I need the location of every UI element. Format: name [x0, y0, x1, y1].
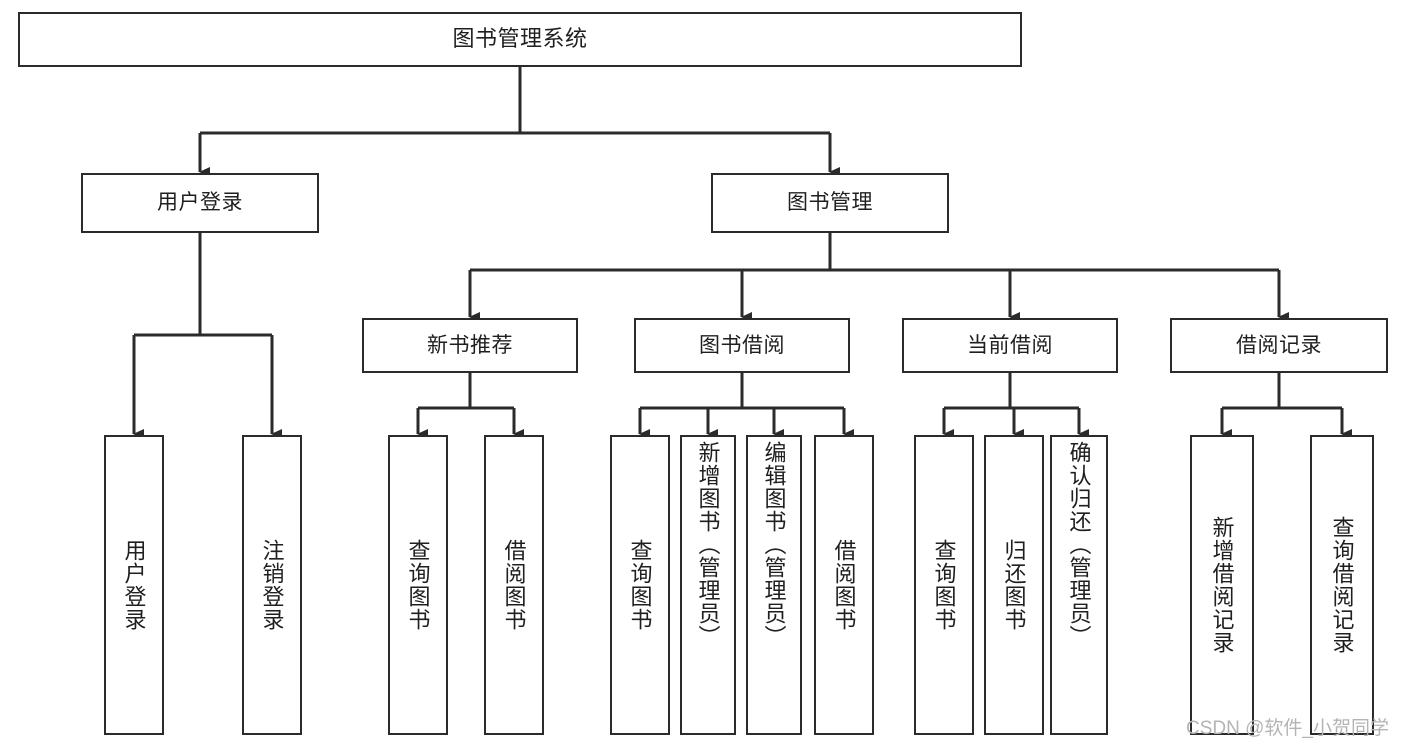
node-leaf-11[interactable]: 新增借阅记录	[1190, 435, 1254, 735]
node-leaf-4[interactable]: 查询图书	[610, 435, 670, 735]
node-leaf-1[interactable]: 注销登录	[242, 435, 302, 735]
node-label: 借阅图书	[501, 539, 527, 631]
node-leaf-12[interactable]: 查询借阅记录	[1310, 435, 1374, 735]
node-label: 图书管理	[787, 191, 873, 215]
connector-lines	[132, 67, 1352, 439]
node-leaf-7[interactable]: 借阅图书	[814, 435, 874, 735]
node-root-图书管理系统[interactable]: 图书管理系统	[18, 12, 1022, 67]
node-label: 当前借阅	[967, 333, 1053, 357]
node-label: 借阅图书	[831, 539, 857, 631]
node-leaf-2[interactable]: 查询图书	[388, 435, 448, 735]
node-label: 查询图书	[931, 539, 957, 631]
node-label: 图书借阅	[699, 333, 785, 357]
node-leaf-5[interactable]: 新增图书（管理员）	[680, 435, 736, 735]
node-label: 新书推荐	[427, 333, 513, 357]
node-leaf-6[interactable]: 编辑图书（管理员）	[746, 435, 802, 735]
node-label: 图书管理系统	[452, 26, 588, 52]
node-level3-3[interactable]: 借阅记录	[1170, 318, 1388, 373]
node-leaf-3[interactable]: 借阅图书	[484, 435, 544, 735]
node-label: 新增图书（管理员）	[695, 441, 721, 648]
node-leaf-8[interactable]: 查询图书	[914, 435, 974, 735]
node-label: 确认归还（管理员）	[1066, 441, 1092, 648]
node-label: 查询图书	[627, 539, 653, 631]
node-leaf-9[interactable]: 归还图书	[984, 435, 1044, 735]
node-level3-0[interactable]: 新书推荐	[362, 318, 578, 373]
node-label: 查询借阅记录	[1329, 516, 1355, 654]
node-label: 编辑图书（管理员）	[761, 441, 787, 648]
node-label: 新增借阅记录	[1209, 516, 1235, 654]
node-level3-1[interactable]: 图书借阅	[634, 318, 850, 373]
node-label: 归还图书	[1001, 539, 1027, 631]
node-label: 借阅记录	[1236, 333, 1322, 357]
node-label: 查询图书	[405, 539, 431, 631]
node-leaf-10[interactable]: 确认归还（管理员）	[1050, 435, 1108, 735]
node-level2-0[interactable]: 用户登录	[81, 173, 319, 233]
watermark-text: CSDN @软件_小贺同学	[1186, 718, 1389, 739]
node-label: 注销登录	[259, 539, 285, 631]
node-label: 用户登录	[157, 191, 243, 215]
node-label: 用户登录	[121, 539, 147, 631]
node-level2-1[interactable]: 图书管理	[711, 173, 949, 233]
node-level3-2[interactable]: 当前借阅	[902, 318, 1118, 373]
node-leaf-0[interactable]: 用户登录	[104, 435, 164, 735]
